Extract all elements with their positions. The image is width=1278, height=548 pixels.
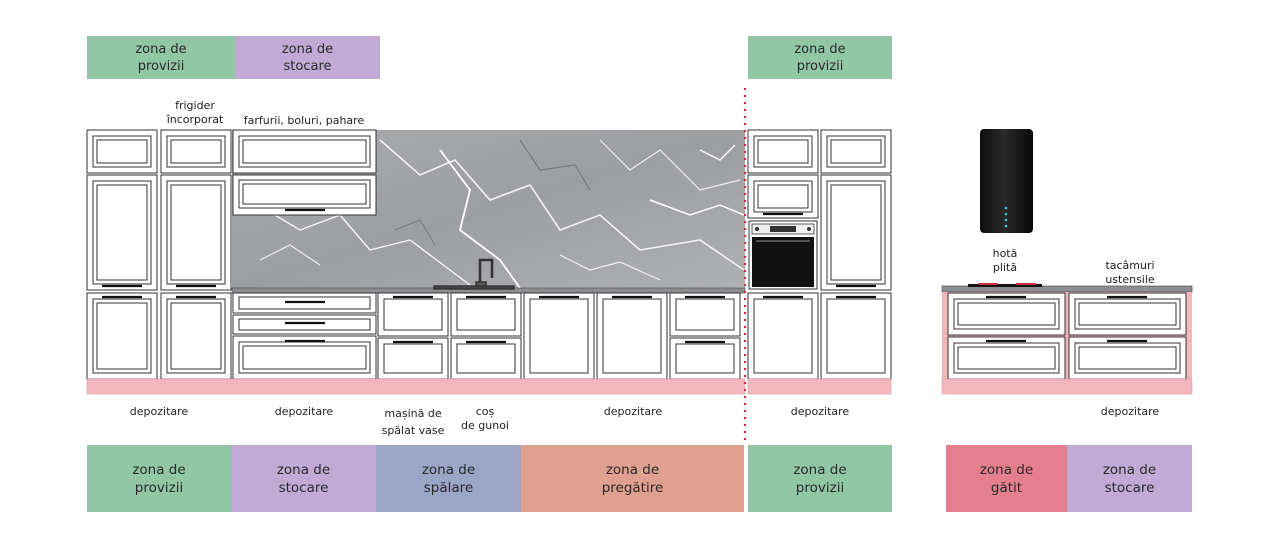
storage-label-1: depozitare <box>129 405 189 418</box>
cutlery-label: tacâmuri ustensile <box>1105 259 1155 286</box>
storage-label-5: depozitare <box>1100 405 1160 418</box>
plinth-right <box>747 378 892 395</box>
storage-label-4: depozitare <box>790 405 850 418</box>
oven-upper-cabinet <box>747 174 819 219</box>
tall-cabinet-right <box>820 174 892 291</box>
plinth-main <box>86 378 746 395</box>
upper-cabinet-right-2 <box>820 129 892 174</box>
hob-label: plită <box>992 261 1018 274</box>
base-cabinet-prep-2 <box>596 292 668 380</box>
base-cabinet-prep-1 <box>523 292 595 380</box>
island-drawer-1 <box>947 292 1066 336</box>
island-drawer-2 <box>1068 292 1187 336</box>
top-zone-stocare: zona de stocare <box>235 36 380 79</box>
bottom-zone-pregatire: zona de pregătire <box>521 445 744 512</box>
oven-icon <box>748 220 818 290</box>
top-zone-provizii-left: zona de provizii <box>87 36 235 79</box>
bottom-zone-provizii-2: zona de provizii <box>748 445 892 512</box>
bin-bottom <box>450 337 522 380</box>
top-zone-provizii-right: zona de provizii <box>748 36 892 79</box>
bottom-zone-stocare-2: zona de stocare <box>1067 445 1192 512</box>
hood-icon <box>980 129 1033 233</box>
storage-label-3: depozitare <box>603 405 663 418</box>
faucet-icon <box>433 258 515 290</box>
upper-cabinet-right-1 <box>747 129 819 174</box>
bottom-zone-provizii-1: zona de provizii <box>87 445 231 512</box>
hob-icon <box>968 283 1042 287</box>
base-cabinet-1 <box>86 292 158 380</box>
island-drawer-4 <box>1068 336 1187 380</box>
base-drawer-prep-top <box>669 292 741 337</box>
base-cabinet-right-1 <box>747 292 819 380</box>
bottom-zone-gatit: zona de gătit <box>946 445 1067 512</box>
fridge-cabinet <box>160 174 232 291</box>
drawer-2 <box>232 314 377 335</box>
fridge-label: frigider încorporat <box>166 99 224 126</box>
upper-cabinet-1 <box>86 129 158 174</box>
bottom-zone-spalare: zona de spălare <box>376 445 521 512</box>
drawer-3 <box>232 335 377 380</box>
storage-label-2: depozitare <box>274 405 334 418</box>
island-drawer-3 <box>947 336 1066 380</box>
dishwasher-label: mașină de spălat vase <box>381 407 445 437</box>
bin-label: coș de gunoi <box>461 405 509 432</box>
upper-cabinet-dishes-1 <box>232 129 377 174</box>
upper-cabinet-2 <box>160 129 232 174</box>
plinth-island <box>941 378 1193 395</box>
bin-top <box>450 292 522 337</box>
tall-cabinet-1 <box>86 174 158 291</box>
bottom-zone-stocare-1: zona de stocare <box>231 445 376 512</box>
hood-label: hotă <box>992 247 1018 260</box>
dishes-label: farfurii, boluri, pahare <box>243 114 365 127</box>
dishwasher-top <box>377 292 449 337</box>
base-cabinet-right-2 <box>820 292 892 380</box>
